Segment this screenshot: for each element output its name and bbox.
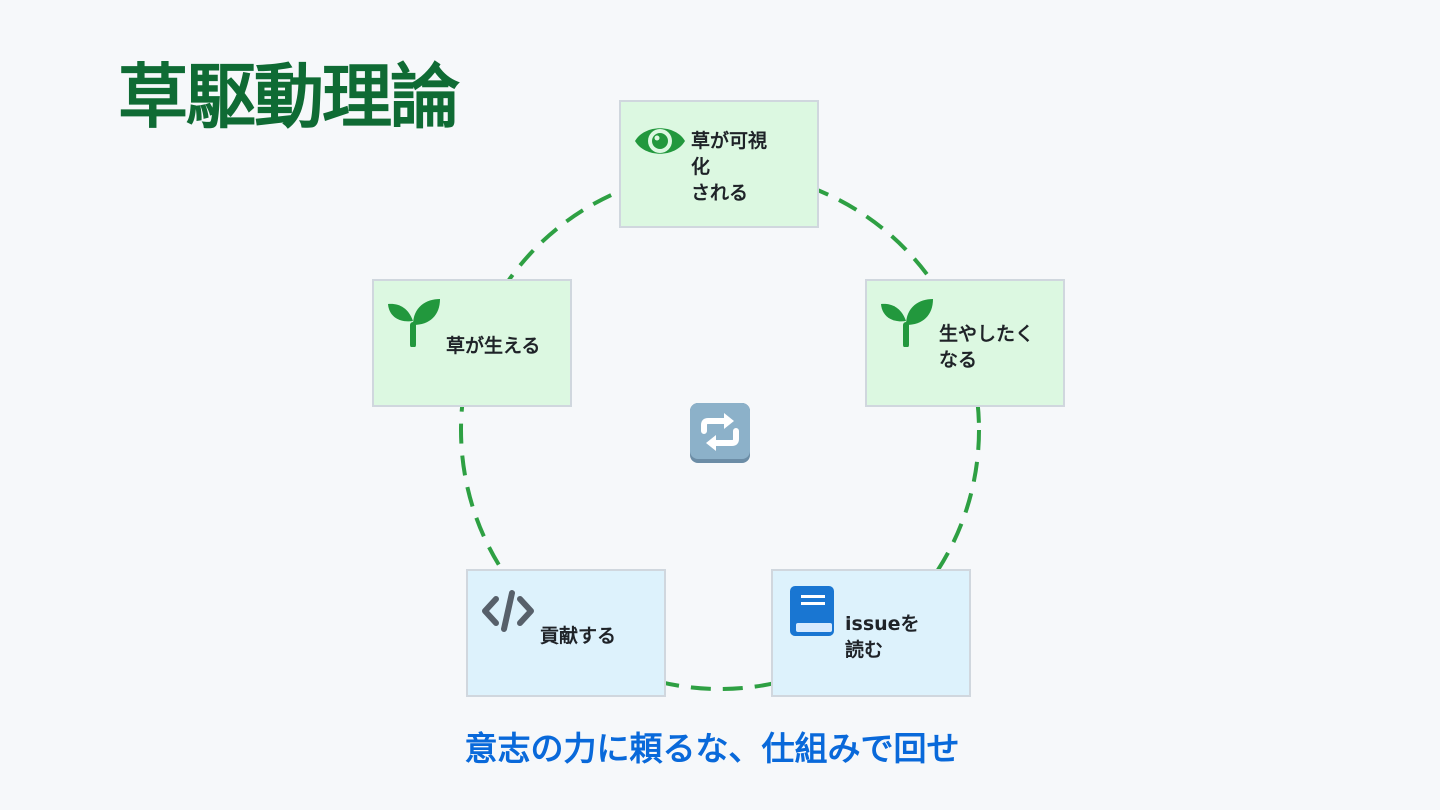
cycle-node-contribute: 貢献する	[466, 569, 666, 697]
eye-icon	[635, 128, 685, 154]
node-label: 貢献する	[540, 625, 617, 647]
code-icon	[482, 590, 534, 632]
cycle-node-read-issue: issueを 読む	[771, 569, 971, 697]
cycle-node-visible: 草が可視 化 される	[619, 100, 819, 228]
tagline: 意志の力に頼るな、仕組みで回せ	[464, 729, 960, 768]
seedling-icon	[388, 299, 440, 347]
seedling-icon	[881, 299, 933, 347]
book-icon	[790, 586, 834, 636]
cycle-node-grass-grows: 草が生える	[372, 279, 572, 407]
node-label: issueを 読む	[845, 613, 920, 661]
node-label: 草が可視 化 される	[691, 130, 768, 204]
repeat-arrows-icon	[690, 403, 750, 463]
node-label: 生やしたく なる	[939, 323, 1035, 371]
node-label: 草が生える	[446, 335, 541, 357]
slide-title: 草駆動理論	[118, 56, 460, 138]
cycle-node-want-more: 生やしたく なる	[865, 279, 1065, 407]
